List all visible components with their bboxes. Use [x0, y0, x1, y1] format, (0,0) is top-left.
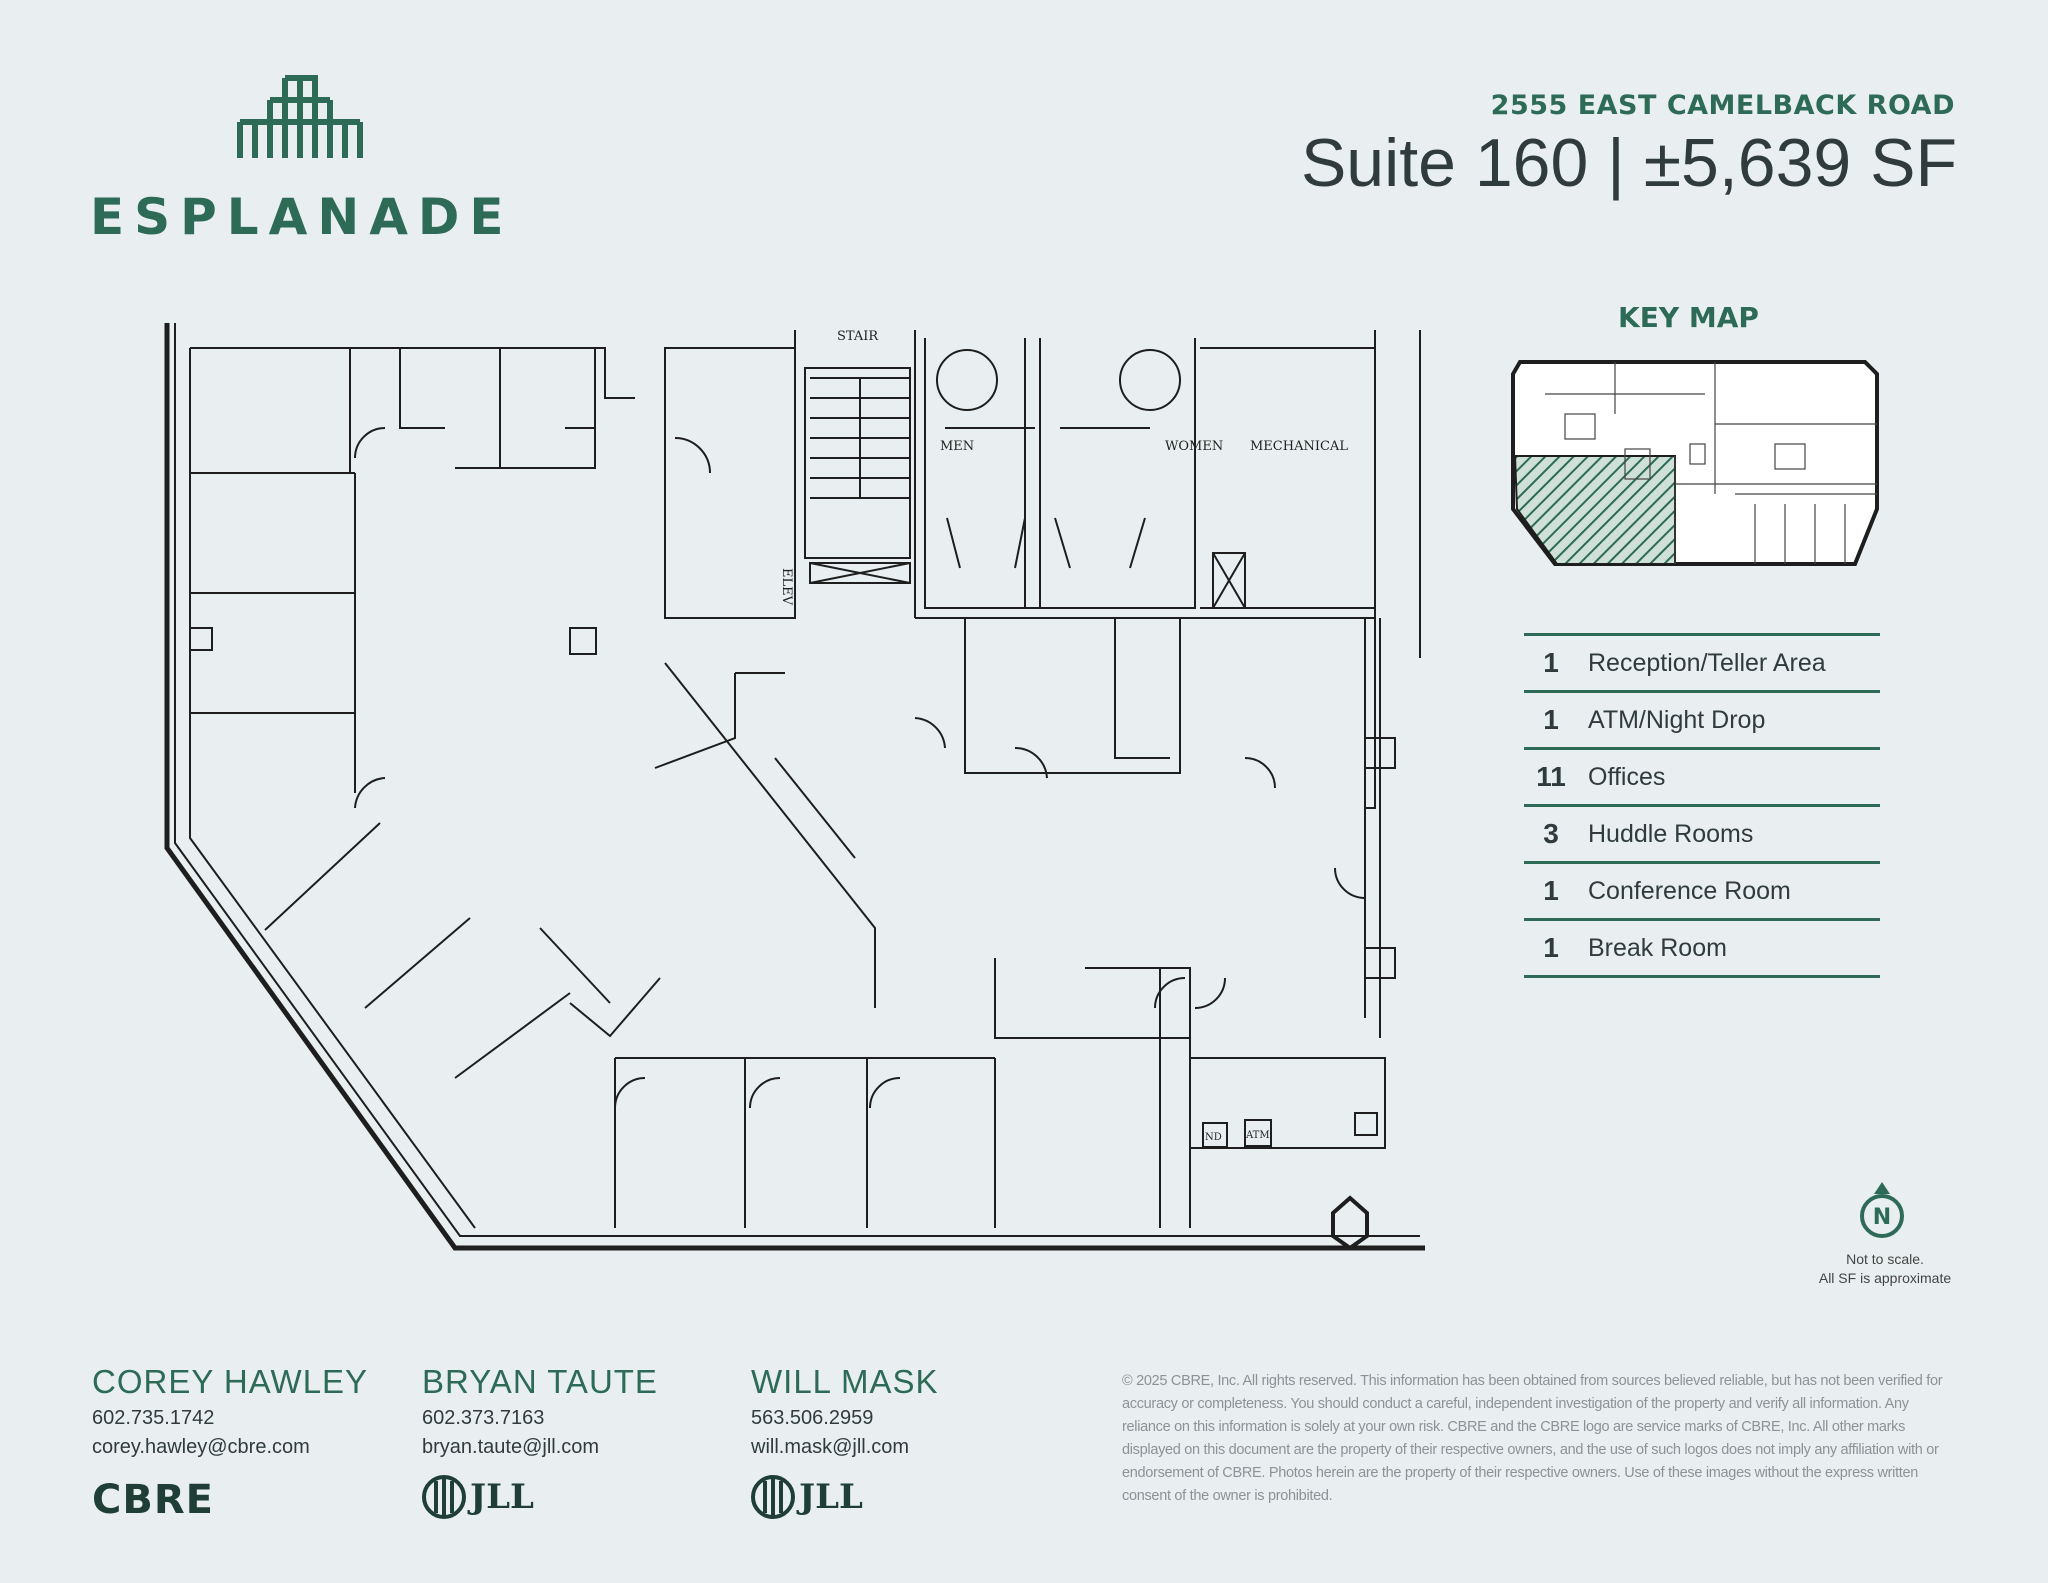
legend-count: 1: [1543, 647, 1559, 678]
floor-plan: STAIR MEN WOMEN MECHANICAL ELEV ND ATM: [164, 323, 1425, 1251]
legend-row: 1 Break Room: [1524, 918, 1880, 978]
building-logo-icon: [237, 75, 363, 158]
mechanical-room-label: MECHANICAL: [1250, 439, 1348, 454]
legend-count: 1: [1543, 932, 1559, 963]
legend-label: Break Room: [1588, 933, 1727, 962]
key-map: [1511, 360, 1879, 566]
scale-note-line: Not to scale.: [1846, 1251, 1924, 1267]
legend-row: 1 Conference Room: [1524, 861, 1880, 918]
contact-name: WILL MASK: [751, 1363, 939, 1400]
contact-name: BRYAN TAUTE: [422, 1363, 658, 1400]
jll-wordmark: JLL: [470, 1477, 534, 1517]
jll-mark-icon: [422, 1475, 466, 1519]
legend-label: Reception/Teller Area: [1588, 648, 1826, 677]
scale-note-line: All SF is approximate: [1818, 1270, 1952, 1286]
legend-count: 11: [1536, 761, 1566, 792]
north-arrow-icon: N: [1860, 1182, 1904, 1238]
legend-count: 1: [1543, 704, 1559, 735]
legend-label: Offices: [1588, 762, 1666, 791]
legend-count: 1: [1543, 875, 1559, 906]
cbre-logo: CBRE: [92, 1477, 214, 1523]
legend-count: 3: [1543, 818, 1559, 849]
jll-logo: JLL: [751, 1475, 939, 1519]
contact-card: COREY HAWLEY 602.735.1742 corey.hawley@c…: [92, 1363, 368, 1523]
jll-mark-icon: [751, 1475, 795, 1519]
brand-name: ESPLANADE: [90, 188, 514, 246]
exterior-wall: [164, 323, 1425, 1251]
legend-row: 1 ATM/Night Drop: [1524, 690, 1880, 747]
jll-logo: JLL: [422, 1475, 658, 1519]
contact-card: WILL MASK 563.506.2959 will.mask@jll.com…: [751, 1363, 939, 1519]
property-address: 2555 EAST CAMELBACK ROAD: [1490, 90, 1955, 121]
jll-wordmark: JLL: [799, 1477, 863, 1517]
men-restroom-label: MEN: [940, 439, 974, 454]
esplanade-logo: [90, 62, 490, 252]
contact-phone[interactable]: 563.506.2959: [751, 1407, 874, 1429]
legend-label: ATM/Night Drop: [1588, 705, 1766, 734]
contact-phone[interactable]: 602.735.1742: [92, 1407, 215, 1429]
contact-phone[interactable]: 602.373.7163: [422, 1407, 545, 1429]
legend-row: 3 Huddle Rooms: [1524, 804, 1880, 861]
scale-note: Not to scale. All SF is approximate: [1800, 1250, 1970, 1288]
contact-email[interactable]: will.mask@jll.com: [751, 1436, 910, 1458]
contact-name: COREY HAWLEY: [92, 1363, 369, 1400]
legend-row: 11 Offices: [1524, 747, 1880, 804]
night-drop-label: ND: [1205, 1132, 1222, 1143]
page-title: Suite 160 | ±5,639 SF: [1300, 125, 1957, 201]
legend-label: Conference Room: [1588, 876, 1791, 905]
stair-label: STAIR: [837, 329, 879, 344]
atm-label: ATM: [1245, 1130, 1270, 1141]
legal-disclaimer: © 2025 CBRE, Inc. All rights reserved. T…: [1122, 1373, 1943, 1504]
suite-highlight: [1513, 455, 1676, 565]
contact-card: BRYAN TAUTE 602.373.7163 bryan.taute@jll…: [422, 1363, 658, 1519]
contact-email[interactable]: bryan.taute@jll.com: [422, 1436, 600, 1458]
legend-row: 1 Reception/Teller Area: [1524, 633, 1880, 690]
elevator-label: ELEV: [779, 568, 794, 606]
key-map-title: KEY MAP: [1618, 301, 1759, 334]
legend-label: Huddle Rooms: [1588, 819, 1754, 848]
women-restroom-label: WOMEN: [1165, 439, 1223, 454]
north-letter: N: [1873, 1205, 1891, 1230]
contact-email[interactable]: corey.hawley@cbre.com: [92, 1436, 310, 1458]
